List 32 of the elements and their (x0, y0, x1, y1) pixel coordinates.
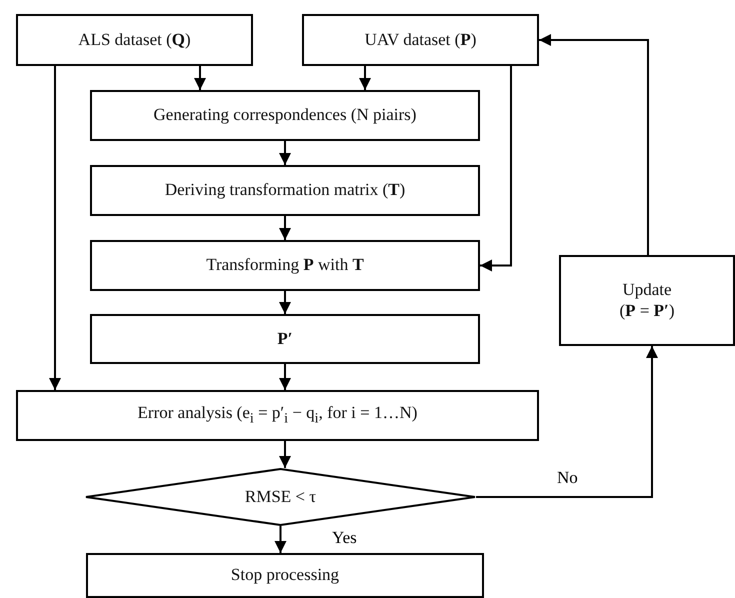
arrow (279, 141, 291, 165)
arrow (480, 66, 512, 272)
node-label: Error analysis (e$_{i}$ = p′$_{i}$ − q$_{i}$, for i = 1…N) (138, 403, 418, 428)
process-box (90, 240, 480, 291)
arrow (274, 526, 286, 553)
arrow (539, 34, 649, 255)
process-box (86, 553, 484, 598)
arrow (49, 66, 61, 390)
node-label: ALS dataset (Q) (78, 30, 191, 50)
process-box (16, 390, 539, 441)
node-label: RMSE < τ (244, 486, 316, 508)
arrow (279, 441, 291, 468)
node-label: P′ (277, 328, 293, 350)
process-box (90, 314, 480, 364)
process-box (90, 90, 480, 141)
decision-diamond (85, 468, 476, 526)
process-box (90, 165, 480, 216)
process-box (16, 14, 253, 66)
arrow (279, 291, 291, 314)
arrow (359, 66, 371, 90)
node-label: UAV dataset (P) (364, 30, 476, 50)
node-label: Deriving transformation matrix (T) (164, 180, 406, 201)
node-label: Transforming P with T (206, 255, 364, 276)
node-label: Generating correspondences (N piairs) (154, 105, 416, 126)
arrow (476, 346, 658, 498)
process-box (302, 14, 539, 66)
arrow (279, 216, 291, 240)
node-label: Stop processing (230, 565, 340, 586)
process-box (559, 255, 735, 346)
arrow (279, 364, 291, 390)
arrow (194, 66, 206, 90)
node-label: Update (P = P′) (618, 280, 676, 321)
